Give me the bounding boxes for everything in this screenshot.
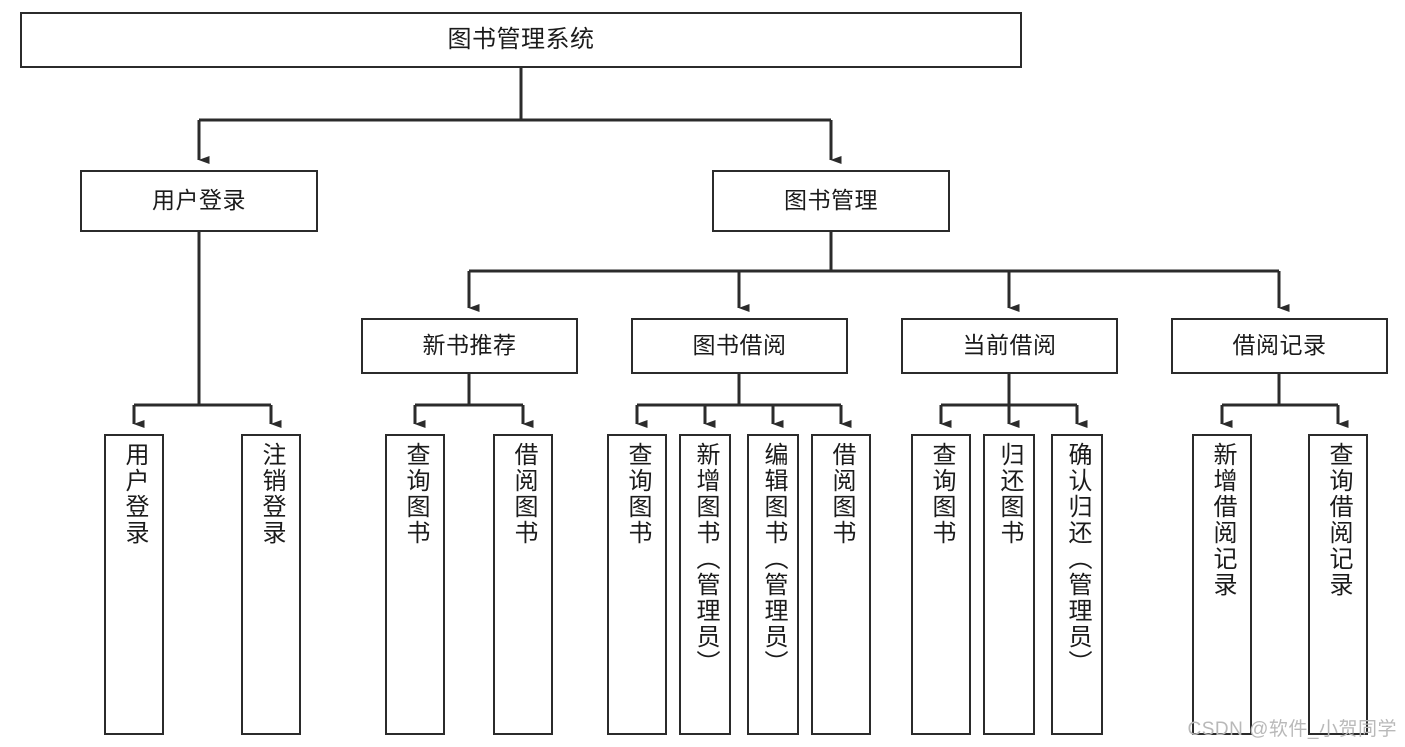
node-book-borrow[interactable]: 图书借阅 <box>631 318 848 374</box>
node-leaf-query-book-borrow[interactable]: 查询图书 <box>607 434 667 735</box>
node-leaf-borrow-book-new[interactable]: 借阅图书 <box>493 434 553 735</box>
node-leaf-borrow-book[interactable]: 借阅图书 <box>811 434 871 735</box>
node-borrow-records-label: 借阅记录 <box>1232 332 1327 359</box>
node-leaf-add-borrow-record[interactable]: 新增借阅记录 <box>1192 434 1252 735</box>
node-leaf-user-login[interactable]: 用户登录 <box>104 434 164 735</box>
node-root[interactable]: 图书管理系统 <box>20 12 1022 68</box>
node-leaf-query-borrow-record-label: 查询借阅记录 <box>1325 442 1352 598</box>
node-leaf-add-borrow-record-label: 新增借阅记录 <box>1209 442 1236 598</box>
node-leaf-query-book-current[interactable]: 查询图书 <box>911 434 971 735</box>
node-leaf-logout-label: 注销登录 <box>258 442 285 546</box>
node-current-borrow-label: 当前借阅 <box>962 332 1057 359</box>
node-leaf-add-book-admin-label: 新增图书（管理员） <box>692 442 719 676</box>
node-user-login[interactable]: 用户登录 <box>80 170 318 232</box>
node-leaf-confirm-return-admin[interactable]: 确认归还（管理员） <box>1051 434 1103 735</box>
node-book-management-label: 图书管理 <box>784 187 878 214</box>
node-leaf-query-book-new-label: 查询图书 <box>402 442 429 546</box>
node-leaf-confirm-return-admin-label: 确认归还（管理员） <box>1064 442 1091 676</box>
node-leaf-user-login-label: 用户登录 <box>121 442 148 546</box>
csdn-watermark: CSDN @软件_小贺同学 <box>1187 719 1397 740</box>
node-leaf-query-borrow-record[interactable]: 查询借阅记录 <box>1308 434 1368 735</box>
node-user-login-label: 用户登录 <box>152 187 246 214</box>
node-leaf-query-book-new[interactable]: 查询图书 <box>385 434 445 735</box>
node-leaf-query-book-current-label: 查询图书 <box>928 442 955 546</box>
node-root-label: 图书管理系统 <box>447 25 595 53</box>
node-leaf-edit-book-admin[interactable]: 编辑图书（管理员） <box>747 434 799 735</box>
node-new-book-recommend-label: 新书推荐 <box>422 332 517 359</box>
node-leaf-borrow-book-new-label: 借阅图书 <box>510 442 537 546</box>
node-leaf-logout[interactable]: 注销登录 <box>241 434 301 735</box>
node-borrow-records[interactable]: 借阅记录 <box>1171 318 1388 374</box>
node-leaf-query-book-borrow-label: 查询图书 <box>624 442 651 546</box>
node-current-borrow[interactable]: 当前借阅 <box>901 318 1118 374</box>
node-leaf-add-book-admin[interactable]: 新增图书（管理员） <box>679 434 731 735</box>
node-leaf-return-book-label: 归还图书 <box>996 442 1023 546</box>
node-book-borrow-label: 图书借阅 <box>692 332 787 359</box>
node-book-management[interactable]: 图书管理 <box>712 170 950 232</box>
node-leaf-return-book[interactable]: 归还图书 <box>983 434 1035 735</box>
node-new-book-recommend[interactable]: 新书推荐 <box>361 318 578 374</box>
node-leaf-edit-book-admin-label: 编辑图书（管理员） <box>760 442 787 676</box>
node-leaf-borrow-book-label: 借阅图书 <box>828 442 855 546</box>
